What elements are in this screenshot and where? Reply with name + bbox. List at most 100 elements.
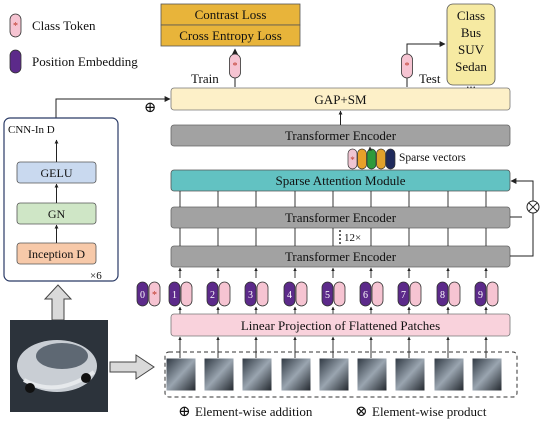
position-index-1: 1 [172, 290, 177, 301]
position-embedding-0 [136, 281, 149, 307]
inception-label: Inception D [28, 247, 85, 261]
patch-token-6 [371, 281, 384, 307]
cnn-output-line [55, 98, 160, 118]
sparse-vector-3 [376, 148, 386, 170]
image-patch-7 [394, 357, 426, 392]
patch-token-4 [295, 281, 308, 307]
class-token-asterisk: * [152, 290, 157, 301]
output-class-4: ... [466, 76, 476, 91]
transformer-encoder-bottom-label: Transformer Encoder [285, 249, 397, 264]
image-patch-5 [318, 357, 350, 392]
image-patch-2 [203, 357, 235, 392]
linear-projection-label: Linear Projection of Flattened Patches [241, 318, 440, 333]
gelu-label: GELU [41, 166, 73, 180]
sparse-vectors-label: Sparse vectors [399, 152, 466, 164]
legend-position-embedding-icon [9, 49, 22, 74]
test-class-token [401, 53, 413, 79]
position-index-0: 0 [140, 290, 145, 301]
position-embedding-4 [283, 281, 296, 307]
image-patch-4 [280, 357, 312, 392]
patch-token-5 [333, 281, 346, 307]
cross-entropy-loss-label: Cross Entropy Loss [179, 28, 282, 43]
output-class-1: Bus [461, 25, 481, 40]
output-class-3: Sedan [455, 59, 487, 74]
output-class-0: Class [457, 8, 485, 23]
image-patch-3 [241, 357, 273, 392]
patch-token-9 [486, 281, 499, 307]
linear-projection-box [170, 313, 511, 337]
legend: * Class Token Position Embedding [9, 13, 138, 74]
image-to-patches-arrow [109, 354, 155, 380]
position-embedding-6 [359, 281, 372, 307]
position-index-7: 7 [401, 290, 406, 301]
position-embedding-3 [244, 281, 257, 307]
product-icon-stroke-b [528, 202, 538, 212]
train-class-token [229, 53, 241, 79]
product-legend-icon: ⊗ [355, 404, 368, 420]
position-index-5: 5 [325, 290, 330, 301]
add-icon: ⊕ [144, 100, 157, 116]
output-classes-box [446, 3, 496, 86]
position-embedding-1 [168, 281, 181, 307]
patch-token-3 [256, 281, 269, 307]
patches-container [164, 351, 518, 398]
position-embedding-8 [436, 281, 449, 307]
position-embedding-2 [206, 281, 219, 307]
element-wise-addition-label: Element-wise addition [195, 404, 313, 419]
sparse-vector-2 [366, 148, 377, 170]
gap-sm-box [170, 87, 511, 111]
sparse-vector-0 [347, 148, 358, 170]
patch-token-8 [448, 281, 461, 307]
gn-label: GN [48, 207, 66, 221]
element-wise-product-label: Element-wise product [372, 404, 487, 419]
image-patch-8 [433, 357, 465, 392]
gap-sm-label: GAP+SM [314, 92, 367, 107]
token-row: 0 * 1 2 3 4 5 6 7 8 9 [136, 281, 499, 314]
car-image [10, 320, 108, 412]
position-embedding-9 [474, 281, 487, 307]
stack-connectors [178, 191, 488, 278]
image-patch-9 [471, 357, 503, 392]
cnn-panel [3, 117, 119, 282]
position-index-3: 3 [248, 290, 253, 301]
cnn-repeat-label: ×6 [90, 270, 102, 282]
test-token-asterisk: * [405, 61, 410, 72]
test-label: Test [419, 71, 441, 86]
position-index-8: 8 [440, 290, 445, 301]
train-label: Train [191, 71, 219, 86]
patch-token-7 [409, 281, 422, 307]
image-to-cnn-arrow [43, 284, 73, 321]
position-index-2: 2 [210, 290, 215, 301]
position-embedding-5 [321, 281, 334, 307]
legend-class-token-label: Class Token [32, 18, 96, 33]
train-token-asterisk: * [233, 61, 238, 72]
transformer-encoder-top-label: Transformer Encoder [285, 128, 397, 143]
output-class-2: SUV [458, 42, 485, 57]
cnn-panel-title: CNN-In D [8, 124, 55, 136]
position-index-6: 6 [363, 290, 368, 301]
position-index-9: 9 [478, 290, 483, 301]
sparse-attention-module-label: Sparse Attention Module [276, 173, 406, 188]
sparse-vectors: * [347, 148, 396, 170]
patch-token-1 [180, 281, 193, 307]
patch-token-2 [218, 281, 231, 307]
image-patch-1 [165, 357, 197, 392]
sparse-attention-module [170, 169, 511, 192]
class-token [148, 281, 161, 307]
position-embedding-7 [397, 281, 410, 307]
contrast-loss-label: Contrast Loss [195, 7, 267, 22]
legend-class-token-icon: * [9, 13, 22, 38]
feedback-loop-outer [510, 178, 534, 257]
transformer-encoder-mid-label: Transformer Encoder [285, 210, 397, 225]
sparse-vector-4 [385, 148, 396, 170]
position-index-4: 4 [287, 290, 292, 301]
repeat-count-label: 12× [344, 232, 361, 244]
legend-asterisk: * [13, 21, 18, 32]
addition-icon: ⊕ [178, 404, 191, 420]
image-patch-6 [356, 357, 388, 392]
legend-position-embedding-label: Position Embedding [32, 54, 138, 69]
cross-entropy-loss-box [160, 24, 301, 47]
